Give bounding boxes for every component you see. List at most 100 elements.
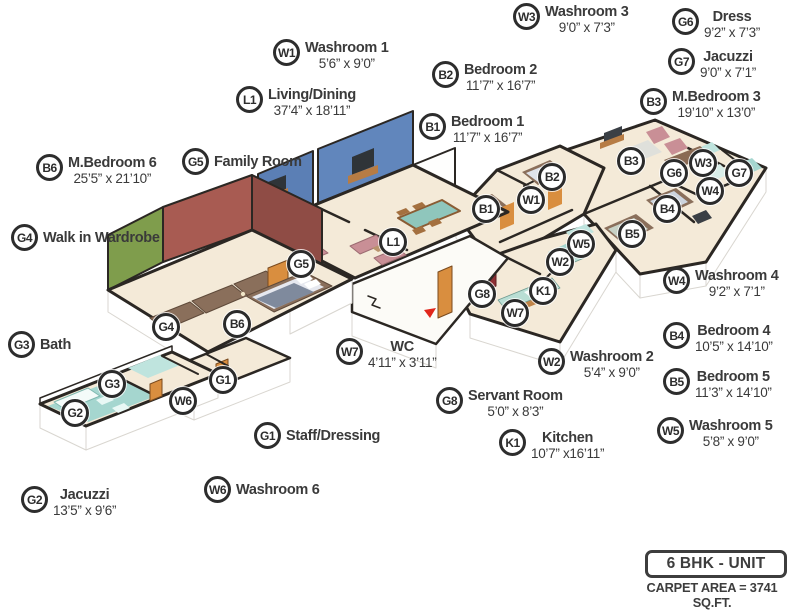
room-code-badge: W4 <box>663 267 690 294</box>
plan-room-code: G5 <box>293 257 309 271</box>
room-code-badge: G4 <box>11 224 38 251</box>
legend-item: W7 WC 4’11” x 3’11” <box>336 338 437 371</box>
room-label-text: Servant Room 5’0” x 8’3” <box>468 387 563 419</box>
room-code-badge: G7 <box>668 48 695 75</box>
room-name: M.Bedroom 6 <box>68 155 157 171</box>
room-label-text: Family Room <box>214 153 302 170</box>
room-code: W3 <box>518 9 536 24</box>
legend-item: G1 Staff/Dressing <box>254 422 380 449</box>
room-dimensions: 19’10” x 13’0” <box>677 105 756 121</box>
plan-room-badge: G2 <box>61 399 89 427</box>
room-dimensions: 11’7” x 16’7” <box>465 78 536 94</box>
plan-room-badge: B6 <box>223 310 251 338</box>
plan-room-code: G1 <box>215 373 231 387</box>
room-name: Bedroom 4 <box>697 323 771 339</box>
plan-room-code: G7 <box>731 166 747 180</box>
legend-item: G8 Servant Room 5’0” x 8’3” <box>436 387 563 419</box>
room-label-text: Walk in Wardrobe <box>43 229 160 246</box>
plan-room-code: B1 <box>478 202 494 216</box>
room-code: W4 <box>668 273 686 288</box>
room-name: Jacuzzi <box>703 49 753 65</box>
plan-room-badge: G6 <box>660 159 688 187</box>
room-label-text: Washroom 4 9’2” x 7’1” <box>695 267 779 299</box>
plan-room-code: G8 <box>474 287 490 301</box>
legend-item: B6 M.Bedroom 6 25’5” x 21’10” <box>36 154 157 186</box>
room-label-text: Washroom 6 <box>236 481 320 498</box>
legend-item: B2 Bedroom 2 11’7” x 16’7” <box>432 61 537 93</box>
room-code-badge: G1 <box>254 422 281 449</box>
room-label-text: Bath <box>40 336 71 353</box>
plan-room-badge: W3 <box>689 149 717 177</box>
room-label-text: Washroom 2 5’4” x 9’0” <box>570 348 654 380</box>
room-label-text: Washroom 1 5’6” x 9’0” <box>305 39 389 72</box>
room-dimensions: 11’7” x 16’7” <box>452 130 523 146</box>
room-dimensions: 10’7” x16’11” <box>531 446 605 462</box>
plan-room-code: B5 <box>624 227 640 241</box>
room-dimensions: 5’0” x 8’3” <box>487 404 544 420</box>
room-dimensions: 9’2” x 7’3” <box>704 25 760 41</box>
room-code: B6 <box>42 160 57 175</box>
room-code: B2 <box>438 67 453 82</box>
legend-item: B3 M.Bedroom 3 19’10” x 13’0” <box>640 88 761 120</box>
room-label-text: M.Bedroom 6 25’5” x 21’10” <box>68 154 157 186</box>
plan-room-code: W5 <box>572 237 591 251</box>
unit-title: 6 BHK - UNIT <box>666 555 766 572</box>
plan-room-code: W6 <box>174 394 193 408</box>
legend-item: W3 Washroom 3 9’0” x 7’3” <box>513 3 629 35</box>
room-code-badge: W1 <box>273 39 300 66</box>
room-code-badge: K1 <box>499 429 526 456</box>
plan-room-code: W2 <box>551 255 570 269</box>
room-label-text: Bedroom 1 11’7” x 16’7” <box>451 113 524 145</box>
plan-room-badge: K1 <box>529 277 557 305</box>
plan-room-badge: W6 <box>169 387 197 415</box>
room-dimensions: 5’6” x 9’0” <box>318 56 375 72</box>
room-label-text: WC 4’11” x 3’11” <box>368 338 437 371</box>
room-name: WC <box>390 339 414 355</box>
legend-item: B4 Bedroom 4 10’5” x 14’10” <box>663 322 773 354</box>
legend-item: G5 Family Room <box>182 148 302 175</box>
plan-room-badge: W7 <box>501 299 529 327</box>
plan-room-badge: B3 <box>617 147 645 175</box>
room-name: Kitchen <box>542 430 594 446</box>
plan-room-code: W4 <box>701 184 720 198</box>
room-name: Servant Room <box>468 388 563 404</box>
room-name: Walk in Wardrobe <box>43 229 160 246</box>
plan-room-code: L1 <box>386 235 400 249</box>
room-code: W1 <box>278 45 296 60</box>
plan-room-code: G3 <box>104 377 120 391</box>
plan-room-code: B4 <box>659 202 675 216</box>
legend-item: W2 Washroom 2 5’4” x 9’0” <box>538 348 654 380</box>
plan-room-code: B3 <box>623 154 639 168</box>
room-name: Washroom 4 <box>695 268 779 284</box>
room-name: Bath <box>40 336 72 353</box>
room-code-badge: G2 <box>21 486 48 513</box>
room-name: M.Bedroom 3 <box>672 89 761 105</box>
plan-room-badge: B2 <box>538 163 566 191</box>
unit-title-box: 6 BHK - UNIT <box>645 550 787 578</box>
room-code: G6 <box>677 14 694 29</box>
room-label-text: Washroom 5 5’8” x 9’0” <box>689 417 773 449</box>
room-dimensions: 10’5” x 14’10” <box>695 339 773 355</box>
plan-room-badge: G8 <box>468 280 496 308</box>
room-code: G2 <box>26 492 43 507</box>
plan-room-badge: G7 <box>725 159 753 187</box>
room-code: W7 <box>341 344 359 359</box>
room-dimensions: 4’11” x 3’11” <box>368 355 437 371</box>
plan-room-badge: G5 <box>287 250 315 278</box>
room-code-badge: B6 <box>36 154 63 181</box>
legend-item: K1 Kitchen 10’7” x16’11” <box>499 429 604 461</box>
room-code: L1 <box>242 92 257 107</box>
plan-room-code: K1 <box>535 284 551 298</box>
room-name: Living/Dining <box>268 87 356 103</box>
room-label-text: M.Bedroom 3 19’10” x 13’0” <box>672 88 761 120</box>
plan-room-code: G4 <box>158 320 174 334</box>
plan-room-badge: G4 <box>152 313 180 341</box>
room-code-badge: G6 <box>672 8 699 35</box>
room-code-badge: B2 <box>432 61 459 88</box>
room-code-badge: W6 <box>204 476 231 503</box>
room-label-text: Bedroom 5 11’3” x 14’10” <box>695 368 772 400</box>
room-code: B5 <box>669 374 684 389</box>
legend-item: G7 Jacuzzi 9’0” x 7’1” <box>668 48 756 80</box>
legend-item: G2 Jacuzzi 13’5” x 9’6” <box>21 486 116 518</box>
legend-item: L1 Living/Dining 37’4” x 18’11” <box>236 86 356 118</box>
